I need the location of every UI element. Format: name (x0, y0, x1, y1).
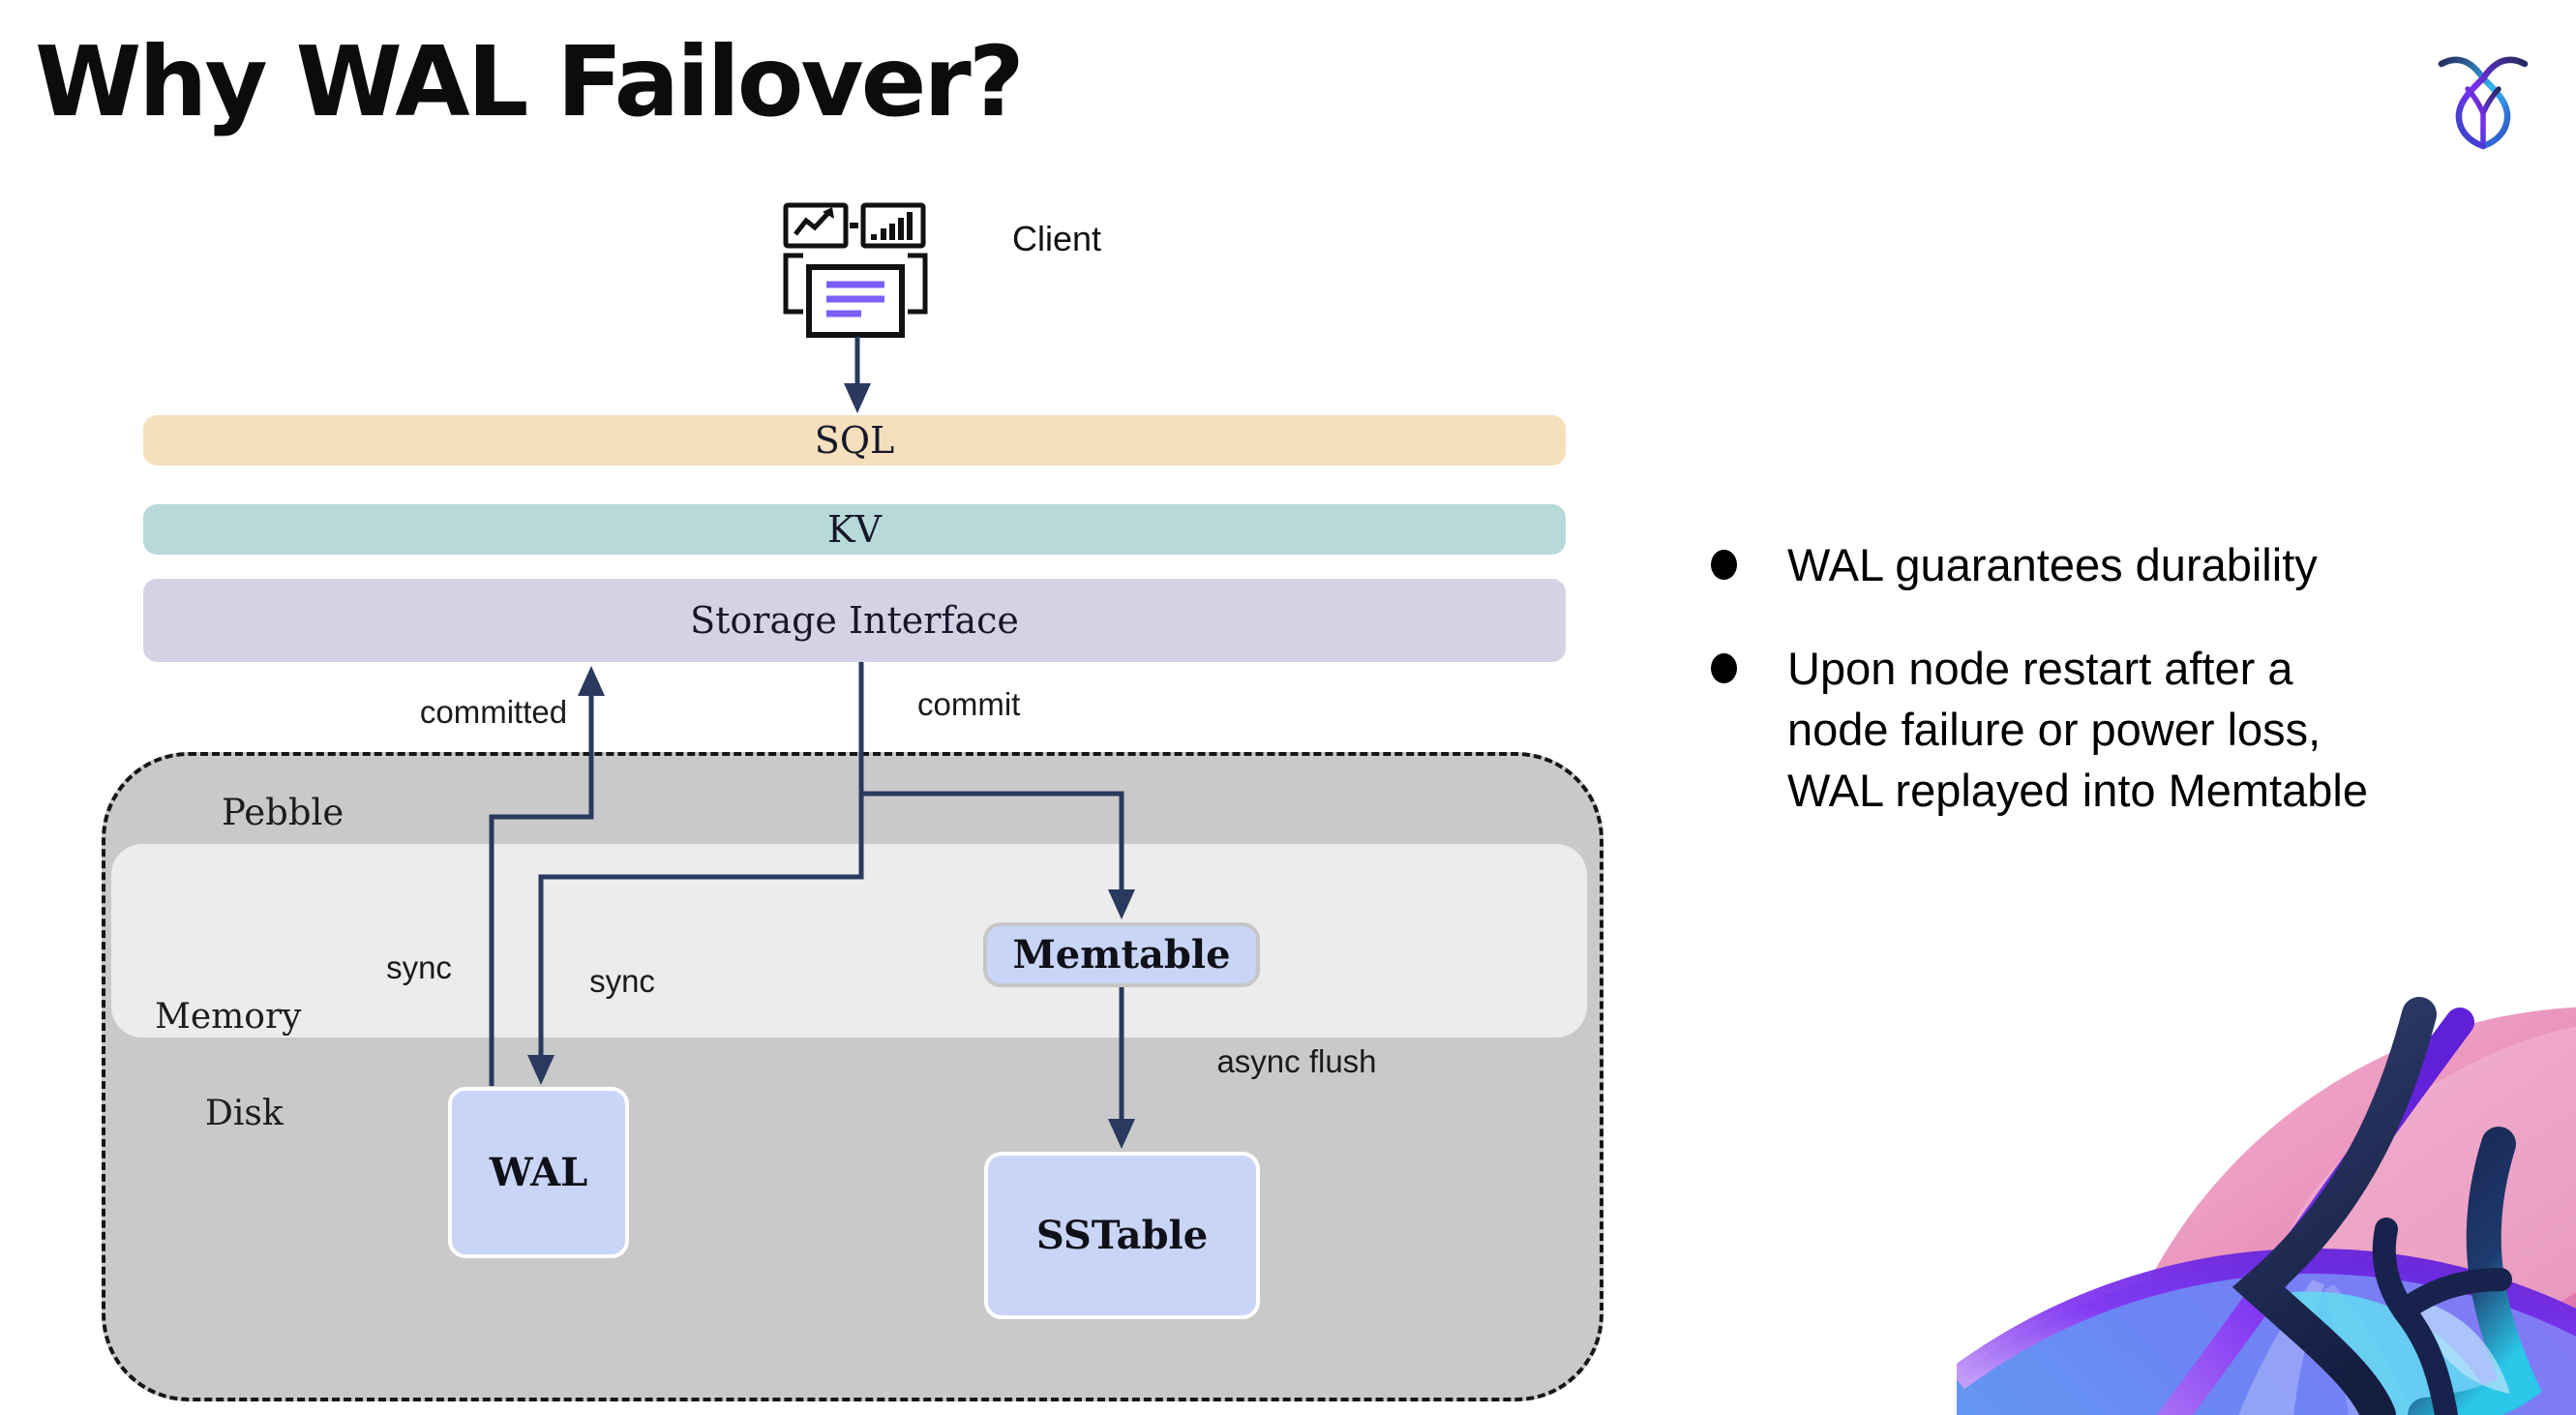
bullet-dot (1711, 653, 1737, 683)
bullet-line: Upon node restart after a (1787, 643, 2293, 694)
pebble-label: Pebble (222, 792, 344, 833)
disk-label: Disk (205, 1094, 284, 1133)
edge-label-sync-right: sync (589, 963, 655, 999)
sstable-label: SSTable (1035, 1213, 1209, 1258)
client-label: Client (1012, 219, 1102, 258)
layer-storage-interface: Storage Interface (143, 579, 1566, 662)
memtable-label: Memtable (1012, 932, 1231, 978)
layer-kv-label: KV (827, 508, 882, 551)
cockroachdb-logo-icon (2438, 56, 2529, 150)
brand-decoration-graphic (1957, 997, 2576, 1415)
layer-kv: KV (143, 504, 1566, 555)
layer-sql-label: SQL (814, 419, 895, 462)
client-icon (783, 202, 928, 338)
layer-sql: SQL (143, 415, 1566, 466)
document-icon (783, 253, 928, 338)
memtable-node: Memtable (983, 922, 1260, 987)
edge-label-sync-left: sync (386, 949, 452, 985)
wal-label: WAL (489, 1150, 588, 1195)
sstable-node: SSTable (984, 1152, 1260, 1319)
bullet-dot (1711, 550, 1737, 580)
bullet-line: WAL replayed into Memtable (1787, 765, 2368, 816)
page-title: Why WAL Failover? (35, 25, 1025, 138)
edge-label-async-flush: async flush (1216, 1043, 1377, 1079)
arrow-commit-to-memtable (861, 791, 1124, 906)
memory-label: Memory (155, 997, 302, 1037)
bullet-line: node failure or power loss, (1787, 704, 2321, 755)
arrow-commit-to-wal (538, 662, 864, 1072)
edge-label-committed: committed (419, 694, 568, 730)
bullet-line: WAL guarantees durability (1787, 539, 2318, 590)
arrow-committed (489, 679, 594, 1086)
list-item: WAL guarantees durability (1711, 534, 2562, 595)
dash-connector (850, 223, 858, 228)
bar-chart-icon (860, 202, 926, 249)
wal-node: WAL (448, 1087, 629, 1258)
list-item: Upon node restart after a node failure o… (1711, 638, 2562, 821)
bullet-list: WAL guarantees durability Upon node rest… (1711, 534, 2562, 863)
line-chart-icon (783, 202, 849, 249)
layer-storage-interface-label: Storage Interface (690, 599, 1019, 642)
edge-label-commit: commit (917, 686, 1021, 722)
